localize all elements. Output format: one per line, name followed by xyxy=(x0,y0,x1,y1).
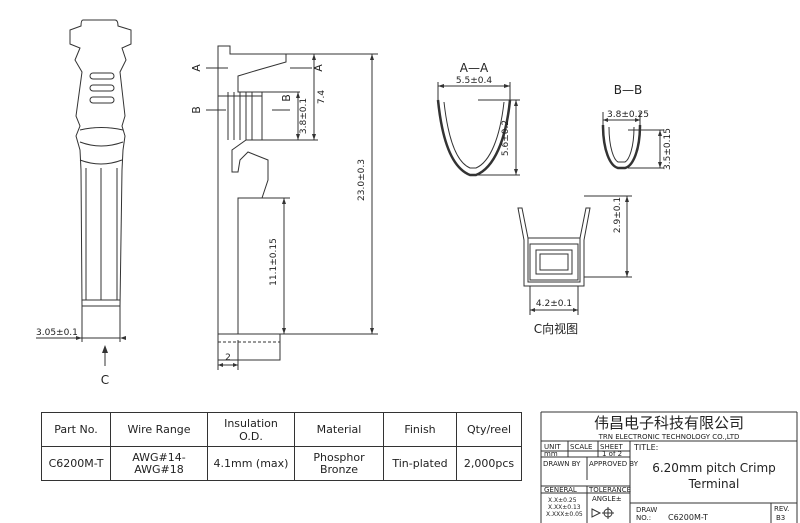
header-insulation: Insulation O.D. xyxy=(207,412,295,447)
header-part-no: Part No. xyxy=(41,412,111,447)
dim-2: 2 xyxy=(225,353,231,363)
drawn-by-label: DRAWN BY xyxy=(543,460,581,468)
dim-4-2: 4.2±0.1 xyxy=(536,299,572,309)
no-label: NO.: xyxy=(636,514,651,522)
value-wire-range: AWG#14-AWG#18 xyxy=(110,446,208,481)
header-material: Material xyxy=(294,412,384,447)
tolerance-3: X.XXX±0.05 xyxy=(546,511,583,518)
company-name-cn: 伟昌电子科技有限公司 xyxy=(594,414,744,432)
dim-3-8b: 3.8±0.25 xyxy=(607,110,649,120)
header-wire-range: Wire Range xyxy=(110,412,208,447)
company-name-en: TRN ELECTRONIC TECHNOLOGY CO.,LTD xyxy=(598,433,740,441)
unit-label: UNIT xyxy=(544,443,561,451)
dim-3-5: 3.5±0.15 xyxy=(663,128,673,170)
unit-value: mm xyxy=(544,450,558,458)
dim-3-8: 3.8±0.1 xyxy=(299,98,309,134)
rev-value: B3 xyxy=(776,514,785,522)
side-view xyxy=(206,45,378,370)
title-label: TITLE: xyxy=(633,443,658,452)
spec-table: Part No. Wire Range Insulation O.D. Mate… xyxy=(41,412,522,481)
title-block-frame xyxy=(540,411,798,523)
dim-23-0: 23.0±0.3 xyxy=(357,159,367,201)
section-b-left-label: B xyxy=(190,106,203,114)
section-b-right-label: B xyxy=(280,94,293,102)
front-view xyxy=(36,19,132,366)
dim-7-4: 7.4 xyxy=(317,90,327,105)
tolerance-label: TOLERANCE xyxy=(588,486,631,494)
view-c-label: C xyxy=(101,373,109,387)
rev-label: REV. xyxy=(774,505,789,513)
section-a-left-label: A xyxy=(190,64,203,72)
scale-label: SCALE xyxy=(570,443,592,451)
drawing-title-line2: Terminal xyxy=(688,477,740,491)
value-part-no: C6200M-T xyxy=(41,446,111,481)
angle-label: ANGLE± xyxy=(592,495,622,503)
draw-label: DRAW xyxy=(636,506,657,514)
dim-3-05: 3.05±0.1 xyxy=(36,328,78,338)
value-insulation: 4.1mm (max) xyxy=(207,446,295,481)
view-c xyxy=(517,195,632,315)
drawing-number: C6200M-T xyxy=(668,513,708,522)
header-qty-reel: Qty/reel xyxy=(456,412,522,447)
view-c-title: C向视图 xyxy=(534,321,578,336)
section-bb-title: B—B xyxy=(614,83,642,97)
tolerance-1: X.X±0.25 xyxy=(548,497,577,504)
dim-5-6: 5.6±0.2 xyxy=(501,120,511,156)
tolerance-2: X.XX±0.13 xyxy=(548,504,581,511)
section-a-right-label: A xyxy=(312,64,325,72)
header-finish: Finish xyxy=(383,412,457,447)
section-aa xyxy=(436,82,520,177)
drawing-title-line1: 6.20mm pitch Crimp xyxy=(652,461,776,475)
dim-5-5: 5.5±0.4 xyxy=(456,76,492,86)
approved-by-label: APPROVED BY xyxy=(589,460,639,468)
general-label: GENERAL xyxy=(544,486,577,494)
sheet-label: SHEET xyxy=(600,443,624,451)
value-qty-reel: 2,000pcs xyxy=(456,446,522,481)
dim-2-9: 2.9±0.1 xyxy=(613,197,623,233)
dim-11-1: 11.1±0.15 xyxy=(269,238,279,286)
sheet-value: 1 of 2 xyxy=(602,450,622,458)
value-material: Phosphor Bronze xyxy=(294,446,384,481)
section-bb xyxy=(601,112,664,170)
section-aa-title: A—A xyxy=(460,61,489,75)
value-finish: Tin-plated xyxy=(383,446,457,481)
